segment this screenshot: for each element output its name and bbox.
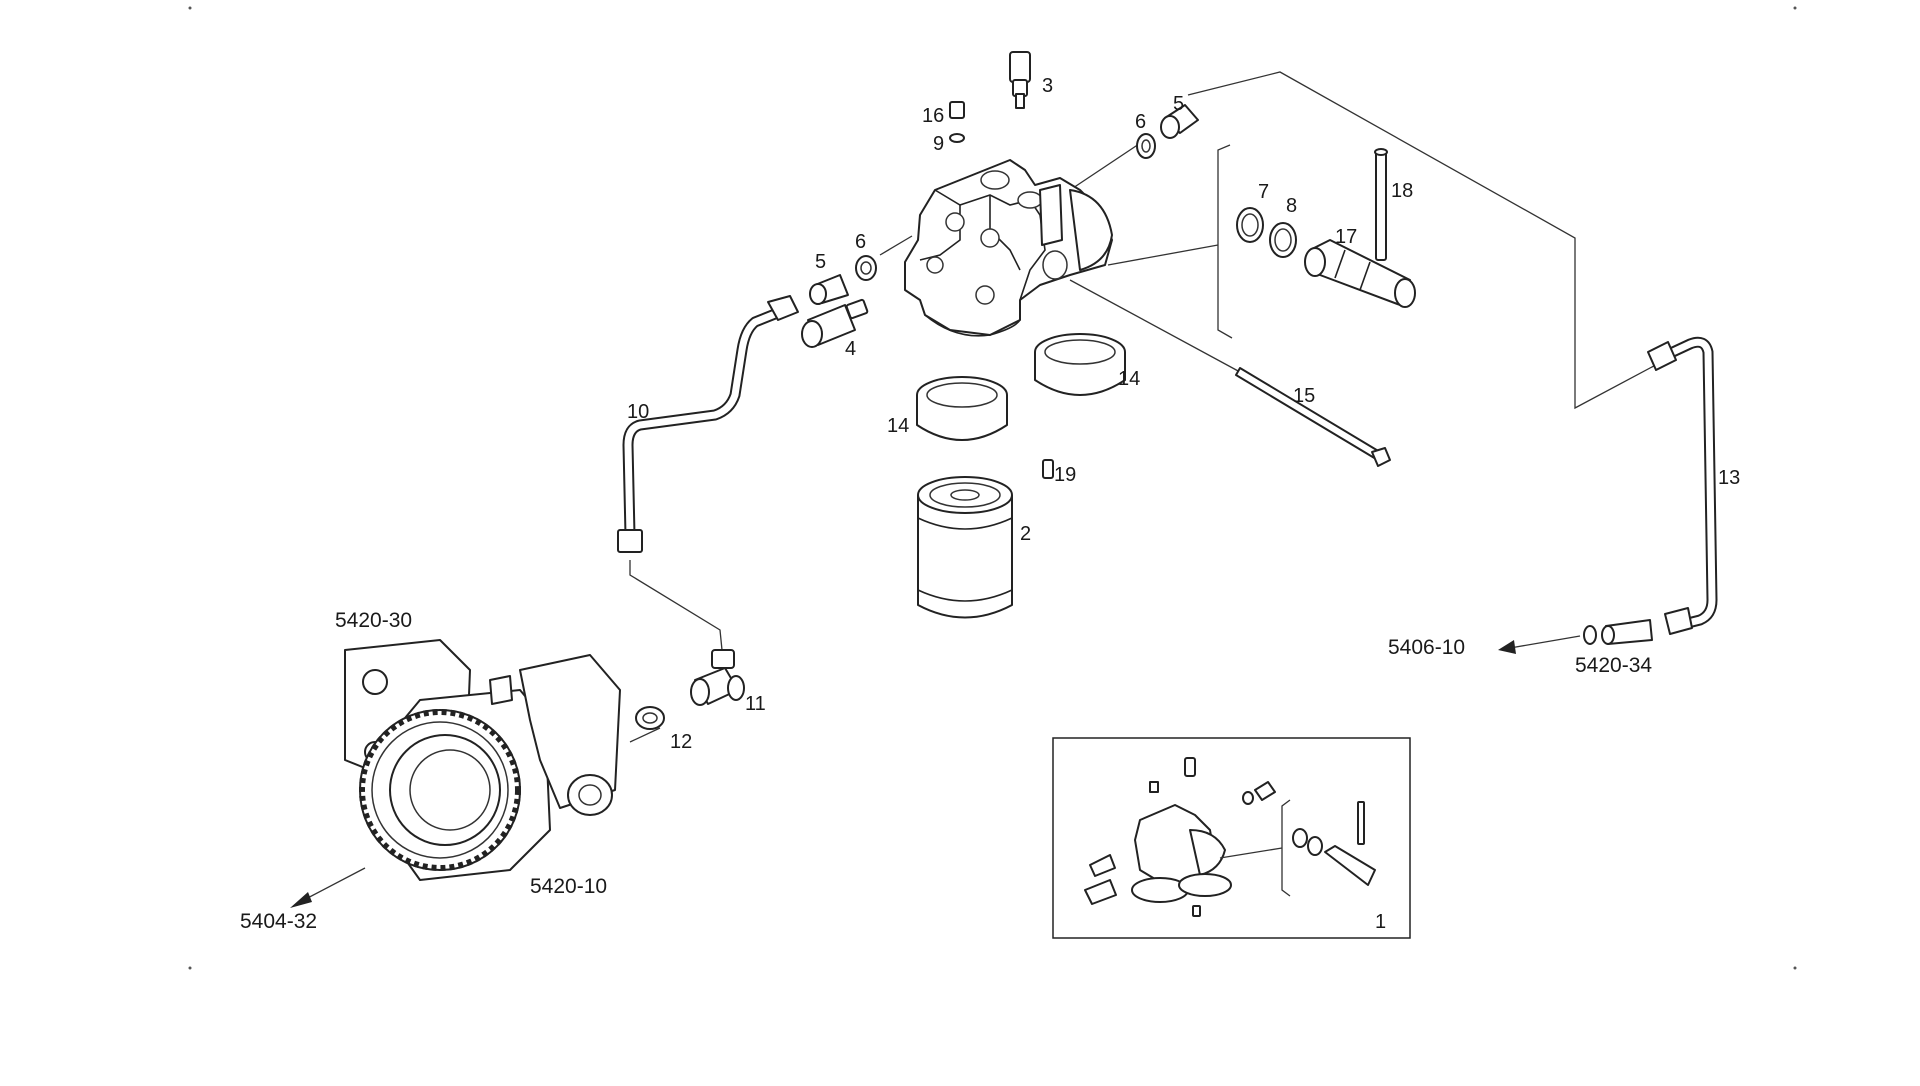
label-14-right: 14 [1118, 368, 1140, 390]
ref-5420-10: 5420-10 [530, 875, 607, 898]
label-5-upper: 5 [1173, 93, 1184, 115]
label-11: 11 [745, 693, 766, 715]
label-3: 3 [1042, 75, 1053, 97]
piston-17 [1304, 239, 1416, 308]
label-6-upper: 6 [1135, 111, 1146, 133]
label-9: 9 [933, 133, 944, 155]
fitting-5-left [809, 274, 849, 305]
o-ring-8 [1269, 222, 1297, 258]
pin-18 [1374, 148, 1388, 261]
label-12: 12 [670, 731, 692, 753]
fitting-5-upper [1160, 104, 1199, 139]
fuel-pipe-10 [617, 295, 799, 553]
label-14-left: 14 [887, 415, 909, 437]
seal-ring-14-right [1034, 333, 1126, 396]
label-10: 10 [627, 401, 649, 423]
bolt-15 [1235, 367, 1391, 467]
valve-4 [801, 298, 869, 348]
washer-12 [635, 706, 665, 730]
leader-lines [629, 71, 1666, 743]
label-2: 2 [1020, 523, 1031, 545]
part-number-labels: 1 2 3 4 5 5 6 6 7 8 9 10 11 12 13 14 14 … [627, 75, 1740, 933]
page-corner-marks [188, 6, 1797, 970]
fitting-5420-34 [1583, 619, 1653, 645]
fuel-pipe-13 [1647, 336, 1718, 635]
label-16: 16 [922, 105, 944, 127]
label-7: 7 [1258, 181, 1269, 203]
banjo-fitting-11 [690, 649, 745, 706]
inset-assembly-1 [1052, 737, 1411, 939]
o-ring-7 [1236, 207, 1264, 243]
label-15: 15 [1293, 385, 1315, 407]
label-6-left: 6 [855, 231, 866, 253]
ref-5420-30: 5420-30 [335, 609, 412, 632]
ref-5420-34: 5420-34 [1575, 654, 1652, 677]
ref-5404-32: 5404-32 [240, 910, 317, 933]
label-1: 1 [1375, 911, 1386, 933]
plug-16 [949, 101, 965, 119]
filter-head-housing [904, 159, 1113, 337]
label-5-left: 5 [815, 251, 826, 273]
filter-cartridge-2 [917, 476, 1013, 619]
label-18: 18 [1391, 180, 1413, 202]
arrow-5406-10 [1498, 635, 1581, 654]
label-8: 8 [1286, 195, 1297, 217]
seal-ring-14-left [916, 376, 1008, 441]
pump-assembly [344, 639, 621, 881]
reference-labels: 5420-30 5420-10 5404-32 5406-10 5420-34 [240, 609, 1652, 933]
label-19: 19 [1054, 464, 1076, 486]
label-13: 13 [1718, 467, 1740, 489]
seal-6-left [855, 255, 877, 281]
arrow-5404-32 [290, 867, 366, 908]
label-17: 17 [1335, 226, 1357, 248]
seal-6-upper [1136, 133, 1156, 159]
ref-5406-10: 5406-10 [1388, 636, 1465, 659]
label-4: 4 [845, 338, 856, 360]
seal-9 [949, 133, 965, 143]
sensor-3 [1009, 51, 1031, 109]
screw-19 [1042, 459, 1054, 479]
